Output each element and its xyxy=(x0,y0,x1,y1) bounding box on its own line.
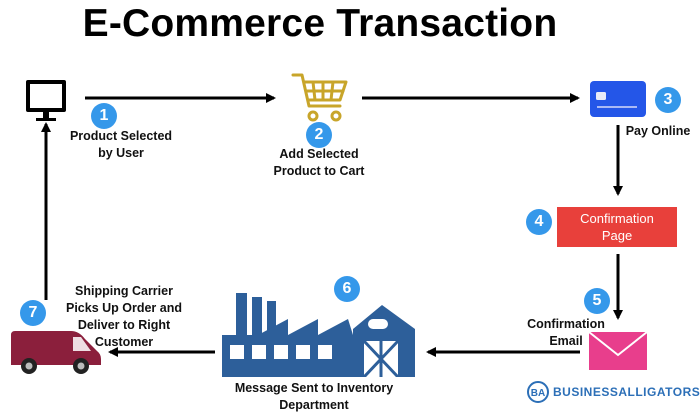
logo-mark-icon: BA xyxy=(527,381,549,403)
step-6-label: Message Sent to Inventory Department xyxy=(234,381,394,412)
monitor-icon xyxy=(26,80,66,121)
step-5-label: Confirmation Email xyxy=(527,317,605,348)
credit-card-icon xyxy=(590,81,646,117)
step-7-label: Shipping Carrier Picks Up Order and Deli… xyxy=(65,284,182,349)
business-alligators-logo: BA BUSINESSALLIGATORS xyxy=(527,380,700,404)
step-1-label: Product Selected by User xyxy=(69,129,173,160)
logo-text: BUSINESSALLIGATORS xyxy=(553,385,700,399)
step-6-badge: 6 xyxy=(334,276,360,302)
step-3-label: Pay Online xyxy=(625,124,691,138)
step-2-label: Add Selected Product to Cart xyxy=(273,147,365,178)
diagram-title: E-Commerce Transaction xyxy=(82,2,558,45)
confirmation-page-box: Confirmation Page xyxy=(557,207,677,247)
confirmation-page-line-1: Confirmation xyxy=(580,211,654,226)
step-3-badge: 3 xyxy=(655,87,681,113)
confirmation-page-line-2: Page xyxy=(601,228,633,243)
step-2-badge: 2 xyxy=(306,122,332,148)
factory-icon xyxy=(222,293,415,377)
step-1-badge: 1 xyxy=(91,103,117,129)
shopping-cart-icon xyxy=(291,73,348,122)
delivery-van-icon xyxy=(11,331,101,374)
step-7-badge: 7 xyxy=(20,300,46,326)
step-4-badge: 4 xyxy=(526,209,552,235)
logo-monogram: BA xyxy=(531,388,545,399)
envelope-icon xyxy=(588,331,648,370)
step-5-badge: 5 xyxy=(584,288,610,314)
